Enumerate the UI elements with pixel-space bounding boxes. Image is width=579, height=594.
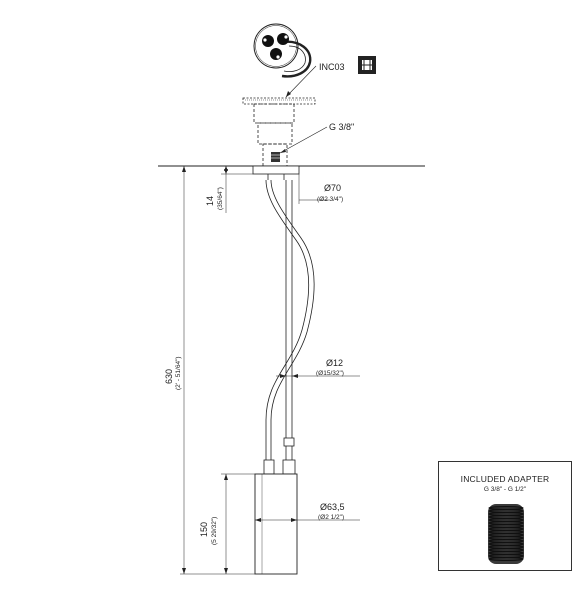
- dim150-label: 150: [199, 522, 209, 537]
- dia63-label: Ø63,5: [320, 502, 345, 512]
- adapter-subtitle: G 3/8" - G 1/2": [483, 486, 527, 493]
- dim150-inch-label: (5 29/32"): [211, 517, 218, 545]
- dia70-inch-label: (Ø2 3/4"): [317, 196, 343, 203]
- ceiling-flange: [252, 165, 300, 180]
- knob-top-view: [253, 23, 312, 78]
- dim630-label: 630: [164, 369, 174, 384]
- dia70-label: Ø70: [324, 183, 341, 193]
- pendant-cylinder: [254, 473, 298, 575]
- built-in-body: [242, 97, 316, 167]
- dia12-label: Ø12: [326, 358, 343, 368]
- adapter-image: [488, 504, 524, 564]
- adapter-title: INCLUDED ADAPTER: [460, 474, 550, 484]
- code-label: INC03: [319, 62, 345, 72]
- dim14-label: 14: [205, 196, 215, 206]
- dim14-inch-label: (35/64"): [217, 187, 224, 210]
- thread-label: G 3/8": [329, 122, 354, 132]
- rigid-pipe: [282, 180, 296, 475]
- shower-symbol-icon: [358, 56, 376, 74]
- dia12-inch-label: (Ø15/32"): [316, 370, 344, 377]
- included-adapter-box: INCLUDED ADAPTER G 3/8" - G 1/2": [438, 461, 572, 571]
- dim630-inch-label: (2' - 51/64"): [175, 356, 182, 390]
- dia63-inch-label: (Ø2 1/2"): [318, 514, 344, 521]
- flexible-hose: [263, 179, 315, 475]
- adapter-thread-ring: [488, 556, 524, 561]
